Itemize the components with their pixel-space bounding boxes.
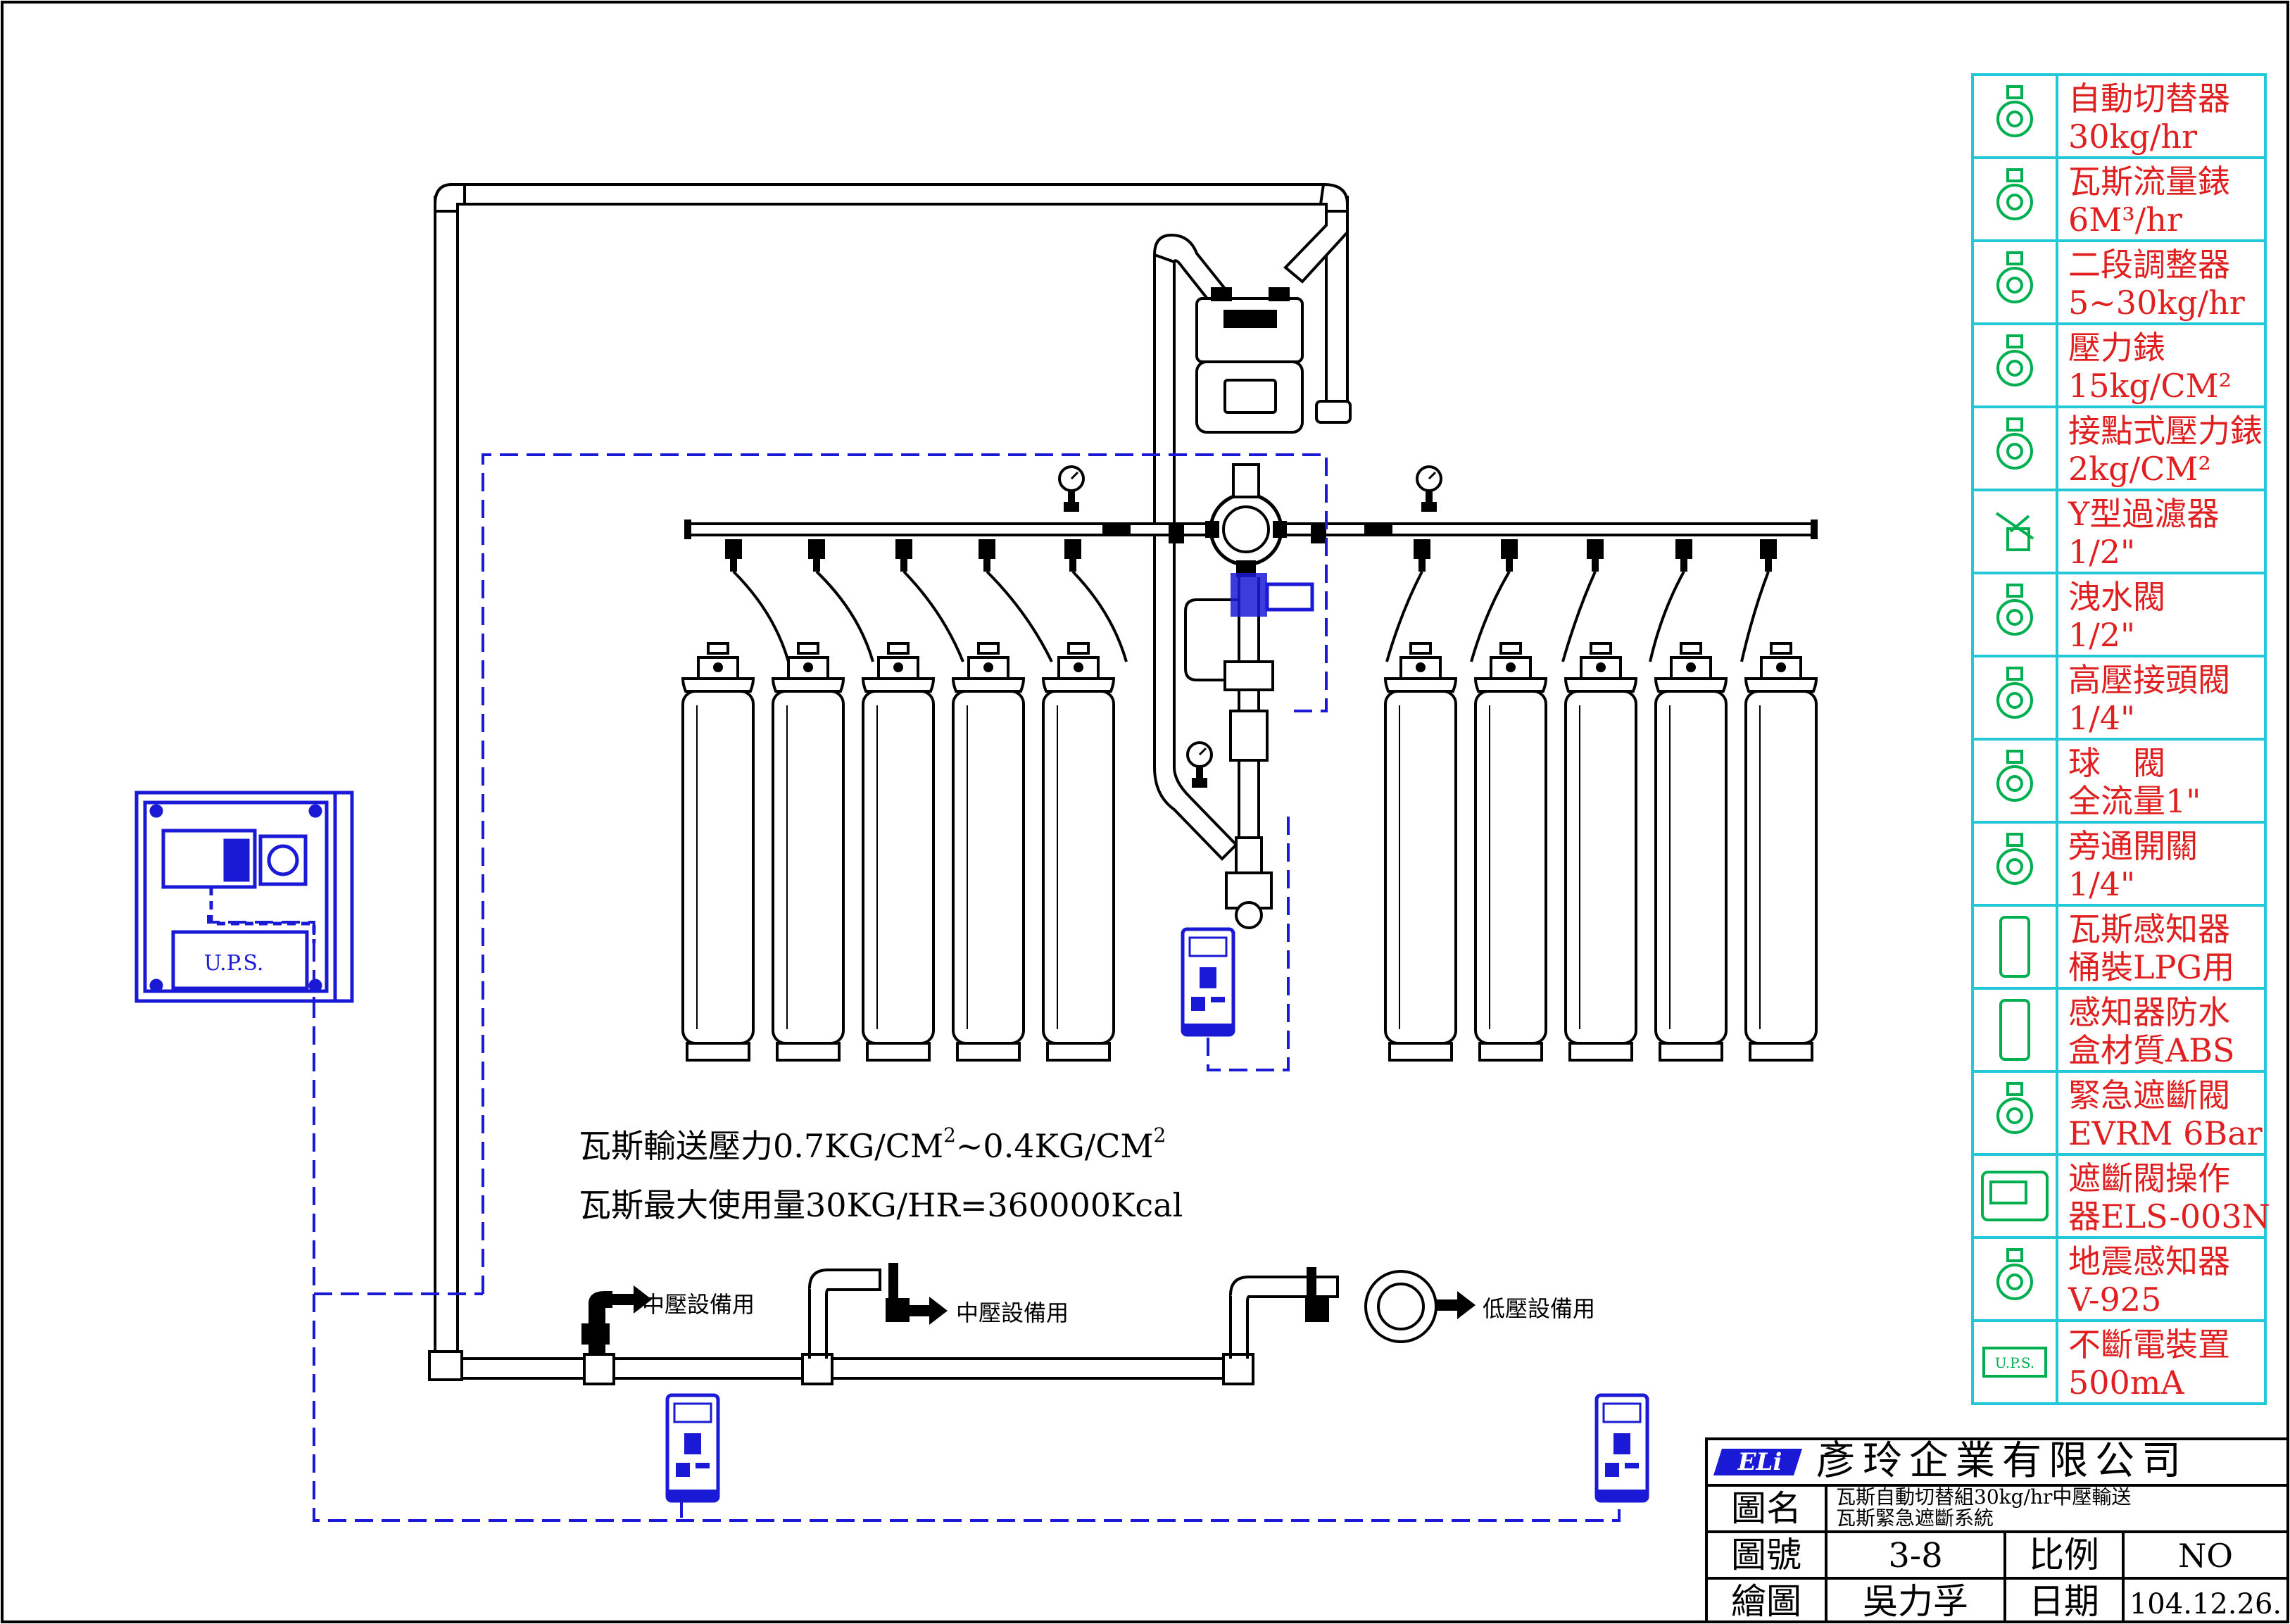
ball-valve-icon: [1996, 750, 2033, 802]
high-pressure-valve-icon: [1996, 667, 2033, 719]
pipe-elbows: [428, 182, 1352, 1381]
ups-label: U.P.S.: [204, 951, 264, 976]
drawing-no-label: 圖號: [1731, 1535, 1801, 1575]
legend-label: 瓦斯流量錶: [2068, 163, 2230, 201]
pressure-gauge-icon: [1996, 334, 2033, 386]
company-logo: [1713, 1449, 1802, 1475]
right-pigtails: [1385, 539, 1777, 662]
legend-label: 壓力錶: [2068, 329, 2165, 367]
gas-detector-bottom-right: [1597, 1395, 1647, 1501]
company-name: 彥玲企業有限公司: [1816, 1438, 2188, 1484]
title-block: [1705, 1437, 2289, 1623]
emergency-shutoff-valve-icon: [1996, 1082, 2033, 1134]
legend-spec: 5~30kg/hr: [2068, 284, 2245, 322]
legend-spec: EVRM 6Bar: [2068, 1114, 2263, 1152]
legend-label: 二段調整器: [2068, 246, 2230, 284]
drawing-no: 3-8: [1888, 1536, 1942, 1575]
legend-label: Y型過濾器: [2068, 495, 2219, 533]
legend-label: 洩水閥: [2068, 578, 2165, 616]
legend-spec: V-925: [2068, 1280, 2161, 1318]
drawing-name-line2: 瓦斯緊急遮斷系統: [1836, 1506, 1994, 1530]
legend-spec: 6M³/hr: [2068, 201, 2182, 239]
outlet-label-1: 中壓設備用: [642, 1291, 755, 1318]
date-label: 日期: [2029, 1581, 2099, 1622]
legend-spec: 1/2": [2068, 616, 2135, 654]
legend-label: 旁通開關: [2068, 827, 2198, 865]
legend-spec: 盒材質ABS: [2068, 1031, 2235, 1069]
control-cabinet: [134, 791, 354, 1003]
y-strainer-icon: [1995, 512, 2034, 551]
manifold-valves: [1102, 522, 1392, 543]
auto-switch-regulator: [1205, 463, 1287, 577]
gas-detector-icon: [1999, 916, 2030, 978]
waterproof-box-icon: [1999, 999, 2030, 1061]
legend-spec: 器ELS-003N: [2068, 1197, 2270, 1235]
drawing-name-label: 圖名: [1731, 1488, 1801, 1529]
legend-spec: 15kg/CM²: [2068, 367, 2232, 405]
contact-pressure-gauge-icon: [1996, 417, 2033, 470]
drawn-by-label: 繪圖: [1731, 1581, 1801, 1622]
max-usage-note: 瓦斯最大使用量30KG/HR=360000Kcal: [579, 1186, 1183, 1224]
shutoff-controller-icon: [1981, 1171, 2049, 1221]
legend-spec: 2kg/CM²: [2068, 450, 2211, 488]
bypass-switch-icon: [1996, 833, 2033, 885]
legend-label: 遮斷閥操作: [2068, 1159, 2230, 1197]
legend-label: 自動切替器: [2068, 80, 2230, 118]
legend-label: 高壓接頭閥: [2068, 661, 2230, 699]
date-value: 104.12.26.: [2129, 1588, 2282, 1620]
drawing-name-line1: 瓦斯自動切替組30kg/hr中壓輸送: [1836, 1485, 2131, 1509]
legend-label: 瓦斯感知器: [2068, 910, 2230, 948]
ups-icon-label: U.P.S.: [1995, 1354, 2034, 1371]
gas-detector-bottom-left: [667, 1395, 718, 1501]
legend-spec: 1/4": [2068, 699, 2135, 737]
ups-icon: [1982, 1347, 2047, 1378]
gas-detector-center: [1183, 929, 1233, 1035]
legend-label: 地震感知器: [2068, 1242, 2230, 1280]
legend-spec: 全流量1": [2068, 782, 2201, 820]
legend-label: 球 閥: [2068, 744, 2165, 782]
legend-label: 接點式壓力錶: [2068, 412, 2263, 450]
bottom-outlets: [581, 1263, 1476, 1385]
central-riser: [1153, 573, 1314, 929]
cylinder-bank-left: [681, 642, 1115, 1062]
outlet-label-2: 中壓設備用: [956, 1299, 1069, 1326]
scale-label: 比例: [2029, 1535, 2099, 1575]
drain-valve-icon: [1996, 584, 2033, 636]
outlet-label-3: 低壓設備用: [1483, 1295, 1595, 1322]
legend-label: 不斷電裝置: [2068, 1326, 2230, 1364]
legend-spec: 30kg/hr: [2068, 118, 2197, 156]
legend-spec: 1/2": [2068, 533, 2135, 571]
left-pigtails: [725, 539, 1128, 662]
two-stage-regulator-icon: [1996, 251, 2033, 303]
legend-spec: 桶裝LPG用: [2068, 948, 2234, 986]
auto-switch-regulator-icon: [1996, 85, 2033, 137]
gas-flow-meter-icon: [1996, 168, 2033, 220]
pressure-note: 瓦斯輸送壓力0.7KG/CM2~0.4KG/CM2: [579, 1123, 1166, 1165]
gas-flow-meter: [1195, 287, 1304, 434]
legend-spec: 1/4": [2068, 865, 2135, 903]
seismic-sensor-icon: [1996, 1248, 2033, 1300]
company-logo-text: ELi: [1737, 1448, 1782, 1476]
scale-value: NO: [2178, 1537, 2233, 1575]
cylinder-bank-right: [1384, 642, 1818, 1062]
legend-label: 緊急遮斷閥: [2068, 1076, 2230, 1114]
legend-label: 感知器防水: [2068, 993, 2230, 1031]
legend-spec: 500mA: [2068, 1364, 2184, 1402]
drawn-by: 吳力孚: [1863, 1581, 1968, 1622]
